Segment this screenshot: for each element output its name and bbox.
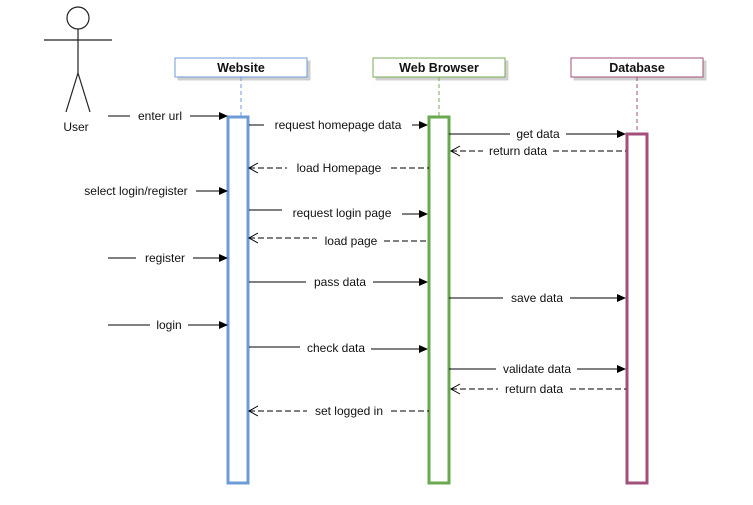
arrowhead-filled [219, 254, 228, 262]
actor-label: User [63, 120, 88, 134]
user-actor: User [44, 6, 112, 134]
message-get-data: get data [449, 127, 626, 141]
arrowhead-filled [219, 187, 228, 195]
arrowhead-open [247, 405, 259, 417]
message-label: request login page [293, 206, 392, 220]
message-label: set logged in [315, 404, 383, 418]
participant-web-browser: Web Browser [372, 57, 506, 78]
arrowhead-filled [419, 345, 428, 353]
arrowhead-filled [219, 321, 228, 329]
activation-bar-website [226, 115, 250, 485]
message-request-homepage-data: request homepage data [249, 118, 428, 132]
activation-bar-database [625, 132, 649, 485]
message-select-login-register: select login/register [84, 184, 228, 198]
activation-bar-web-browser [427, 115, 451, 485]
message-return-data: return data [449, 144, 626, 158]
message-save-data: save data [449, 291, 626, 305]
participant-website-label: Website [217, 61, 265, 75]
message-request-login-page: request login page [249, 206, 428, 220]
message-label: get data [516, 127, 560, 141]
message-label: login [156, 318, 181, 332]
actor-left-leg [65, 72, 79, 113]
arrowhead-filled [419, 121, 428, 129]
message-validate-data: validate data [449, 362, 626, 376]
arrowhead-filled [219, 112, 228, 120]
message-label: save data [511, 291, 563, 305]
participant-website: Website [174, 57, 308, 78]
message-register: register [108, 251, 228, 265]
arrowhead-filled [419, 278, 428, 286]
arrowhead-filled [419, 210, 428, 218]
message-load-page: load page [247, 232, 429, 248]
message-label: load page [325, 234, 378, 248]
message-label: check data [307, 341, 365, 355]
message-label: enter url [138, 109, 182, 123]
arrowhead-open [449, 383, 461, 395]
message-load-homepage: load Homepage [247, 161, 429, 175]
message-return-data: return data [449, 382, 626, 396]
arrowhead-open [247, 232, 259, 244]
participant-database-label: Database [609, 61, 665, 75]
message-label: return data [505, 382, 563, 396]
message-label: load Homepage [297, 161, 382, 175]
arrowhead-open [449, 145, 461, 157]
arrowhead-filled [617, 365, 626, 373]
actor-head [66, 6, 90, 30]
message-login: login [108, 318, 228, 332]
arrowhead-open [247, 162, 259, 174]
message-set-logged-in: set logged in [247, 404, 429, 418]
arrowhead-filled [617, 294, 626, 302]
participant-web-browser-label: Web Browser [399, 61, 479, 75]
actor-right-leg [77, 72, 91, 113]
message-pass-data: pass data [249, 275, 428, 289]
message-label: request homepage data [275, 118, 402, 132]
message-check-data: check data [249, 341, 428, 355]
message-label: select login/register [84, 184, 187, 198]
participant-database: Database [570, 57, 704, 78]
message-label: register [145, 251, 185, 265]
arrowhead-filled [617, 130, 626, 138]
message-label: pass data [314, 275, 366, 289]
message-label: return data [489, 144, 547, 158]
message-enter-url: enter url [108, 109, 228, 123]
message-label: validate data [503, 362, 571, 376]
